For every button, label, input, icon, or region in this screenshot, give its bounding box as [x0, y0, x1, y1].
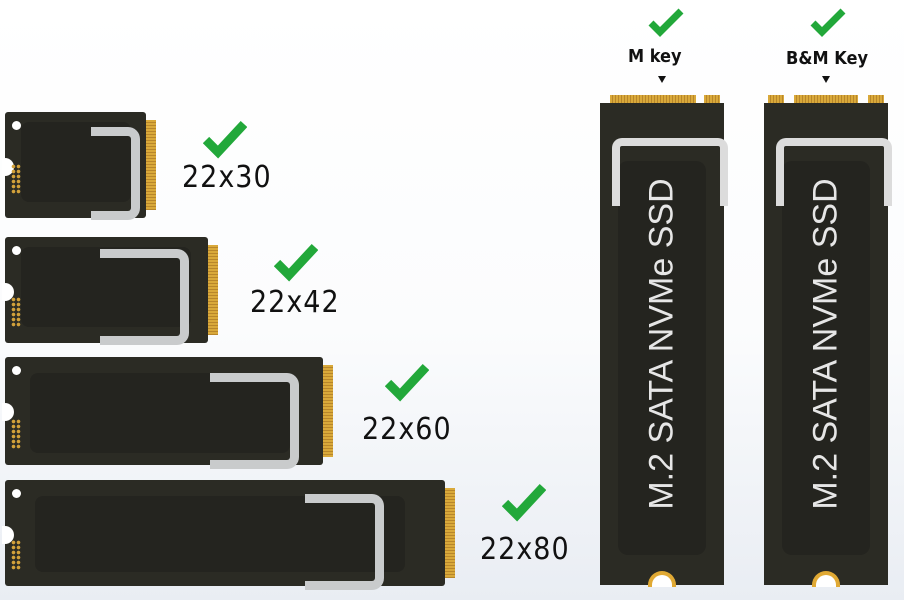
ssd-label: M.2 SATA NVMe SSD [642, 178, 681, 510]
check-icon [648, 8, 684, 37]
check-icon [385, 363, 429, 402]
ssd-22x60 [2, 357, 333, 469]
arrow-down-icon [658, 76, 666, 83]
ssd-m-key: M.2 SATA NVMe SSD [600, 95, 728, 587]
ssd-label: M.2 SATA NVMe SSD [806, 178, 845, 510]
ssd-22x42 [2, 237, 218, 345]
arrow-down-icon [822, 76, 830, 83]
size-label: 22x42 [250, 285, 340, 320]
key-label: M key [628, 46, 682, 67]
ssd-22x30 [2, 112, 156, 220]
size-label: 22x80 [480, 532, 570, 567]
size-label: 22x30 [182, 160, 272, 195]
check-icon [203, 120, 247, 159]
ssd-22x80 [2, 480, 455, 590]
size-label: 22x60 [362, 412, 452, 447]
key-label: B&M Key [786, 48, 868, 69]
ssd-bm-key: M.2 SATA NVMe SSD [764, 95, 892, 587]
check-icon [810, 8, 846, 37]
check-icon [274, 243, 318, 282]
check-icon [502, 483, 546, 522]
